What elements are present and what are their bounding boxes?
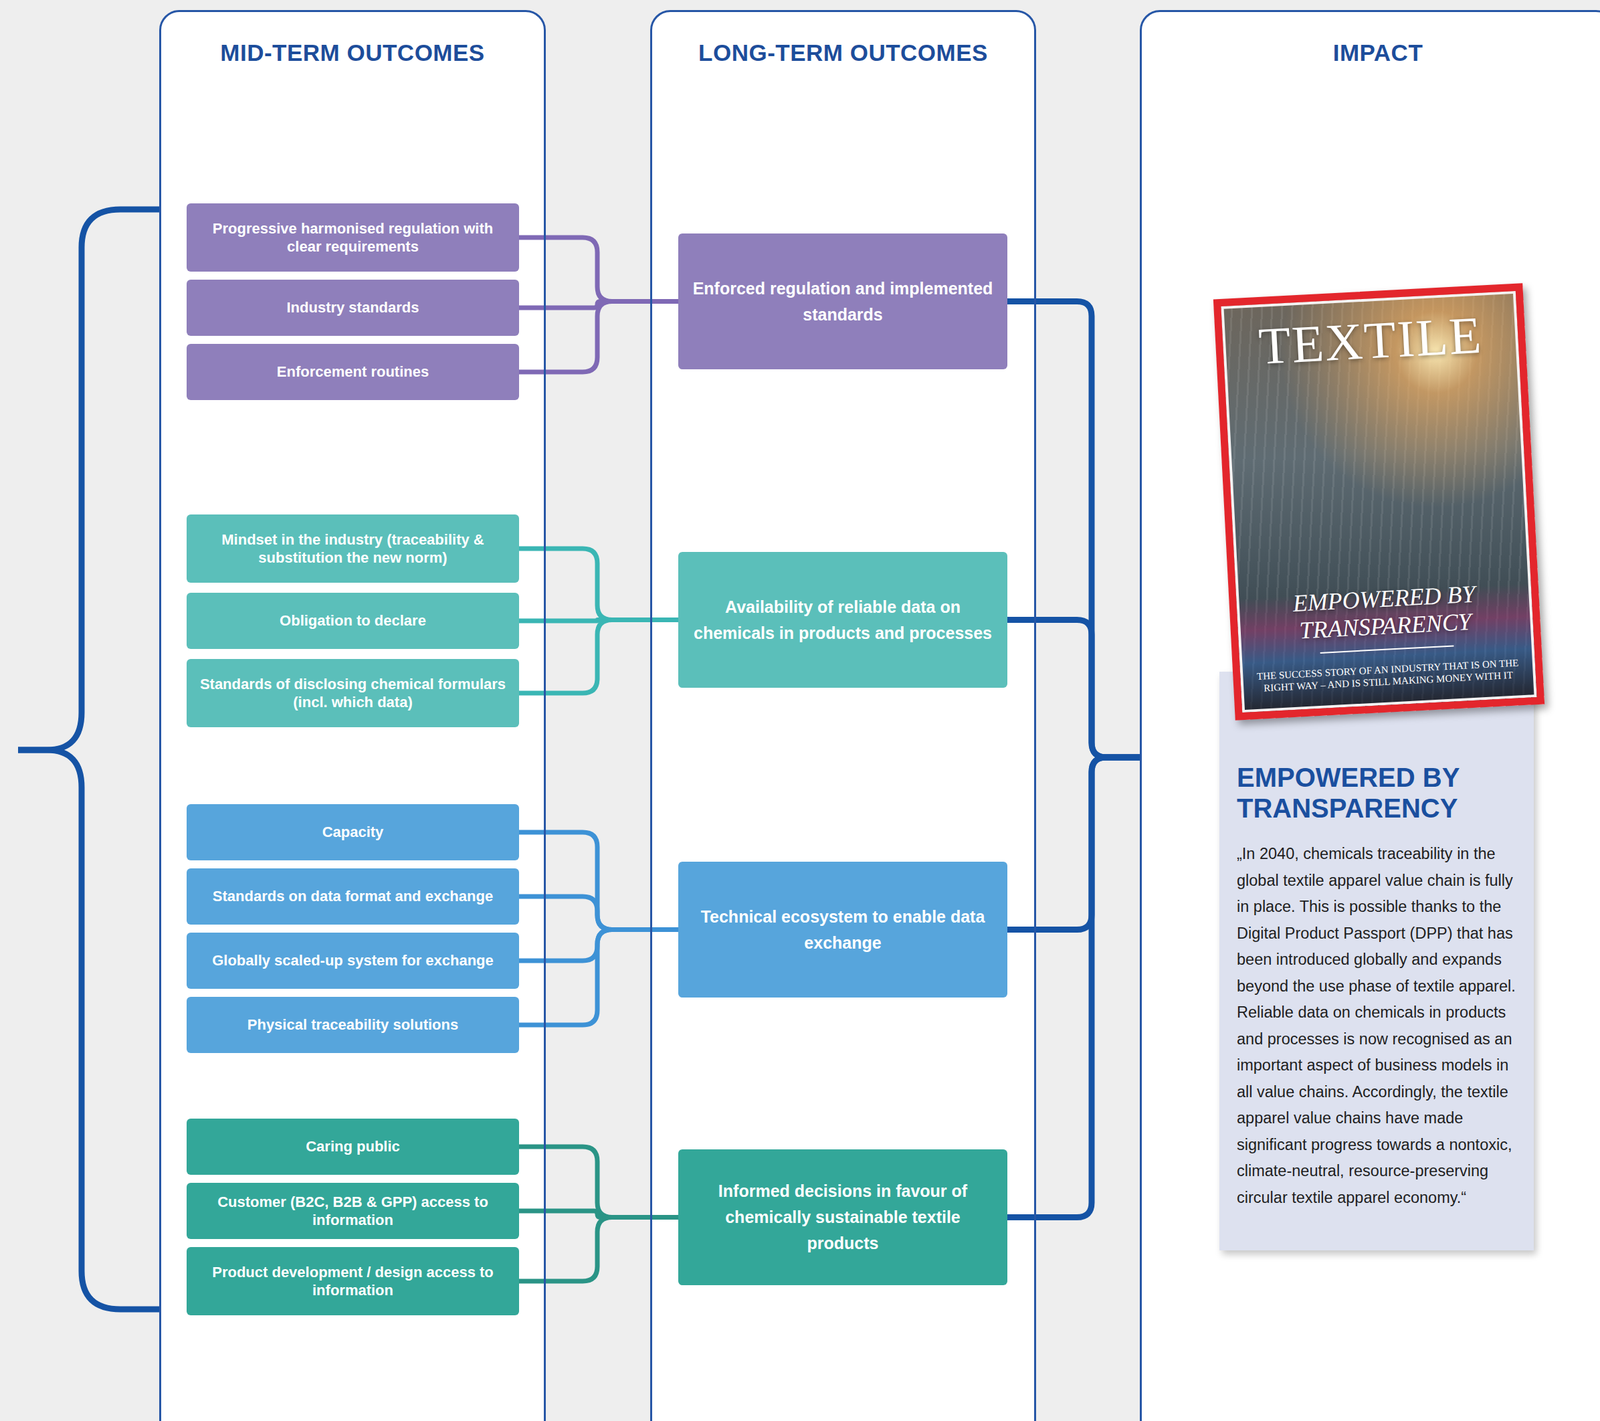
bracket-connector bbox=[519, 301, 679, 373]
heading-text: Physical traceability solutions bbox=[195, 1015, 510, 1035]
heading-text: Progressive harmonised regulation with c… bbox=[195, 219, 510, 257]
heading-text: MID-TERM OUTCOMES bbox=[161, 38, 544, 67]
heading-text: Capacity bbox=[195, 822, 510, 842]
heading-text: IMPACT bbox=[1141, 38, 1600, 67]
outcome-box: Capacity bbox=[186, 804, 520, 861]
outcome-box: Customer (B2C, B2B & GPP) access to info… bbox=[186, 1182, 520, 1239]
outcome-box: Obligation to declare bbox=[186, 592, 520, 649]
long-term-box: Technical ecosystem to enable data excha… bbox=[678, 861, 1008, 998]
quote-panel: EMPOWERED BY TRANSPARENCY „In 2040, chemi… bbox=[1219, 671, 1534, 1251]
long-term-box: Availability of reliable data on chemica… bbox=[678, 551, 1008, 688]
column-panel: MID-TERM OUTCOMES Progressive harmonised … bbox=[159, 10, 546, 1421]
outcome-box: Enforcement routines bbox=[186, 343, 520, 400]
heading-text: Availability of reliable data on chemica… bbox=[690, 593, 996, 647]
bracket-connector bbox=[519, 1217, 679, 1282]
heading-text: Globally scaled-up system for exchange bbox=[195, 951, 510, 970]
outcome-box: Physical traceability solutions bbox=[186, 996, 520, 1053]
outcome-box: Caring public bbox=[186, 1118, 520, 1175]
bracket-connector bbox=[1007, 757, 1140, 930]
bracket-connector bbox=[519, 1146, 679, 1218]
bracket-connector bbox=[1007, 620, 1140, 758]
bracket-connector bbox=[519, 929, 679, 1026]
heading-text: Standards on data format and exchange bbox=[195, 886, 510, 906]
heading-text: EMPOWERED BY TRANSPARENCY bbox=[1236, 761, 1517, 824]
bracket-connector bbox=[519, 832, 679, 930]
outcome-box: Mindset in the industry (traceability & … bbox=[186, 514, 520, 583]
outcome-box: Industry standards bbox=[186, 279, 520, 336]
outcome-box: Standards of disclosing chemical formula… bbox=[186, 658, 520, 728]
outcome-box: Globally scaled-up system for exchange bbox=[186, 932, 520, 989]
bracket-connector bbox=[1007, 757, 1140, 1218]
heading-text: Enforcement routines bbox=[195, 362, 510, 382]
brace bbox=[18, 749, 161, 1310]
column-ground bbox=[650, 10, 1037, 1421]
heading-text: Informed decisions in favour of chemical… bbox=[690, 1177, 996, 1256]
body-text: „In 2040, chemicals traceability in the … bbox=[1236, 840, 1517, 1211]
body-text: EMPOWERED BY TRANSPARENCY bbox=[1249, 578, 1521, 647]
column-panel: LONG-TERM OUTCOMES Enforced regulation an… bbox=[650, 10, 1037, 1421]
heading-text: TEXTILE bbox=[1257, 306, 1485, 376]
heading-text: Obligation to declare bbox=[195, 611, 510, 631]
heading-text: Caring public bbox=[195, 1137, 510, 1156]
bracket-connector bbox=[519, 548, 679, 621]
outcome-box: Product development / design access to i… bbox=[186, 1246, 520, 1316]
magazine-cover: TEXTILE EMPOWERED BY TRANSPARENCYTHE SUCC… bbox=[1213, 282, 1545, 720]
bracket-connector bbox=[1007, 301, 1140, 758]
outcome-box: Progressive harmonised regulation with c… bbox=[186, 203, 520, 272]
column-ground bbox=[159, 10, 546, 1421]
outcome-box: Standards on data format and exchange bbox=[186, 868, 520, 925]
heading-text: Technical ecosystem to enable data excha… bbox=[690, 903, 996, 956]
bracket-connector bbox=[519, 237, 679, 302]
heading-text: Enforced regulation and implemented stan… bbox=[690, 275, 996, 328]
bracket-connector bbox=[519, 620, 679, 694]
long-term-box: Enforced regulation and implemented stan… bbox=[678, 233, 1008, 370]
column-panel: IMPACTTEXTILEEMPOWERED BY TRANSPARENCYTH… bbox=[1139, 10, 1600, 1421]
column-ground bbox=[1139, 10, 1600, 1421]
heading-text: Product development / design access to i… bbox=[195, 1262, 510, 1300]
bracket-connector bbox=[519, 896, 679, 930]
heading-text: Standards of disclosing chemical formula… bbox=[195, 674, 510, 712]
body-text: THE SUCCESS STORY OF AN INDUSTRY THAT IS… bbox=[1252, 641, 1523, 695]
brace bbox=[18, 209, 161, 750]
heading-text: Industry standards bbox=[195, 298, 510, 318]
heading-text: Mindset in the industry (traceability & … bbox=[195, 530, 510, 568]
long-term-box: Informed decisions in favour of chemical… bbox=[678, 1149, 1008, 1285]
heading-text: Customer (B2C, B2B & GPP) access to info… bbox=[195, 1192, 510, 1230]
heading-text: LONG-TERM OUTCOMES bbox=[652, 38, 1035, 67]
